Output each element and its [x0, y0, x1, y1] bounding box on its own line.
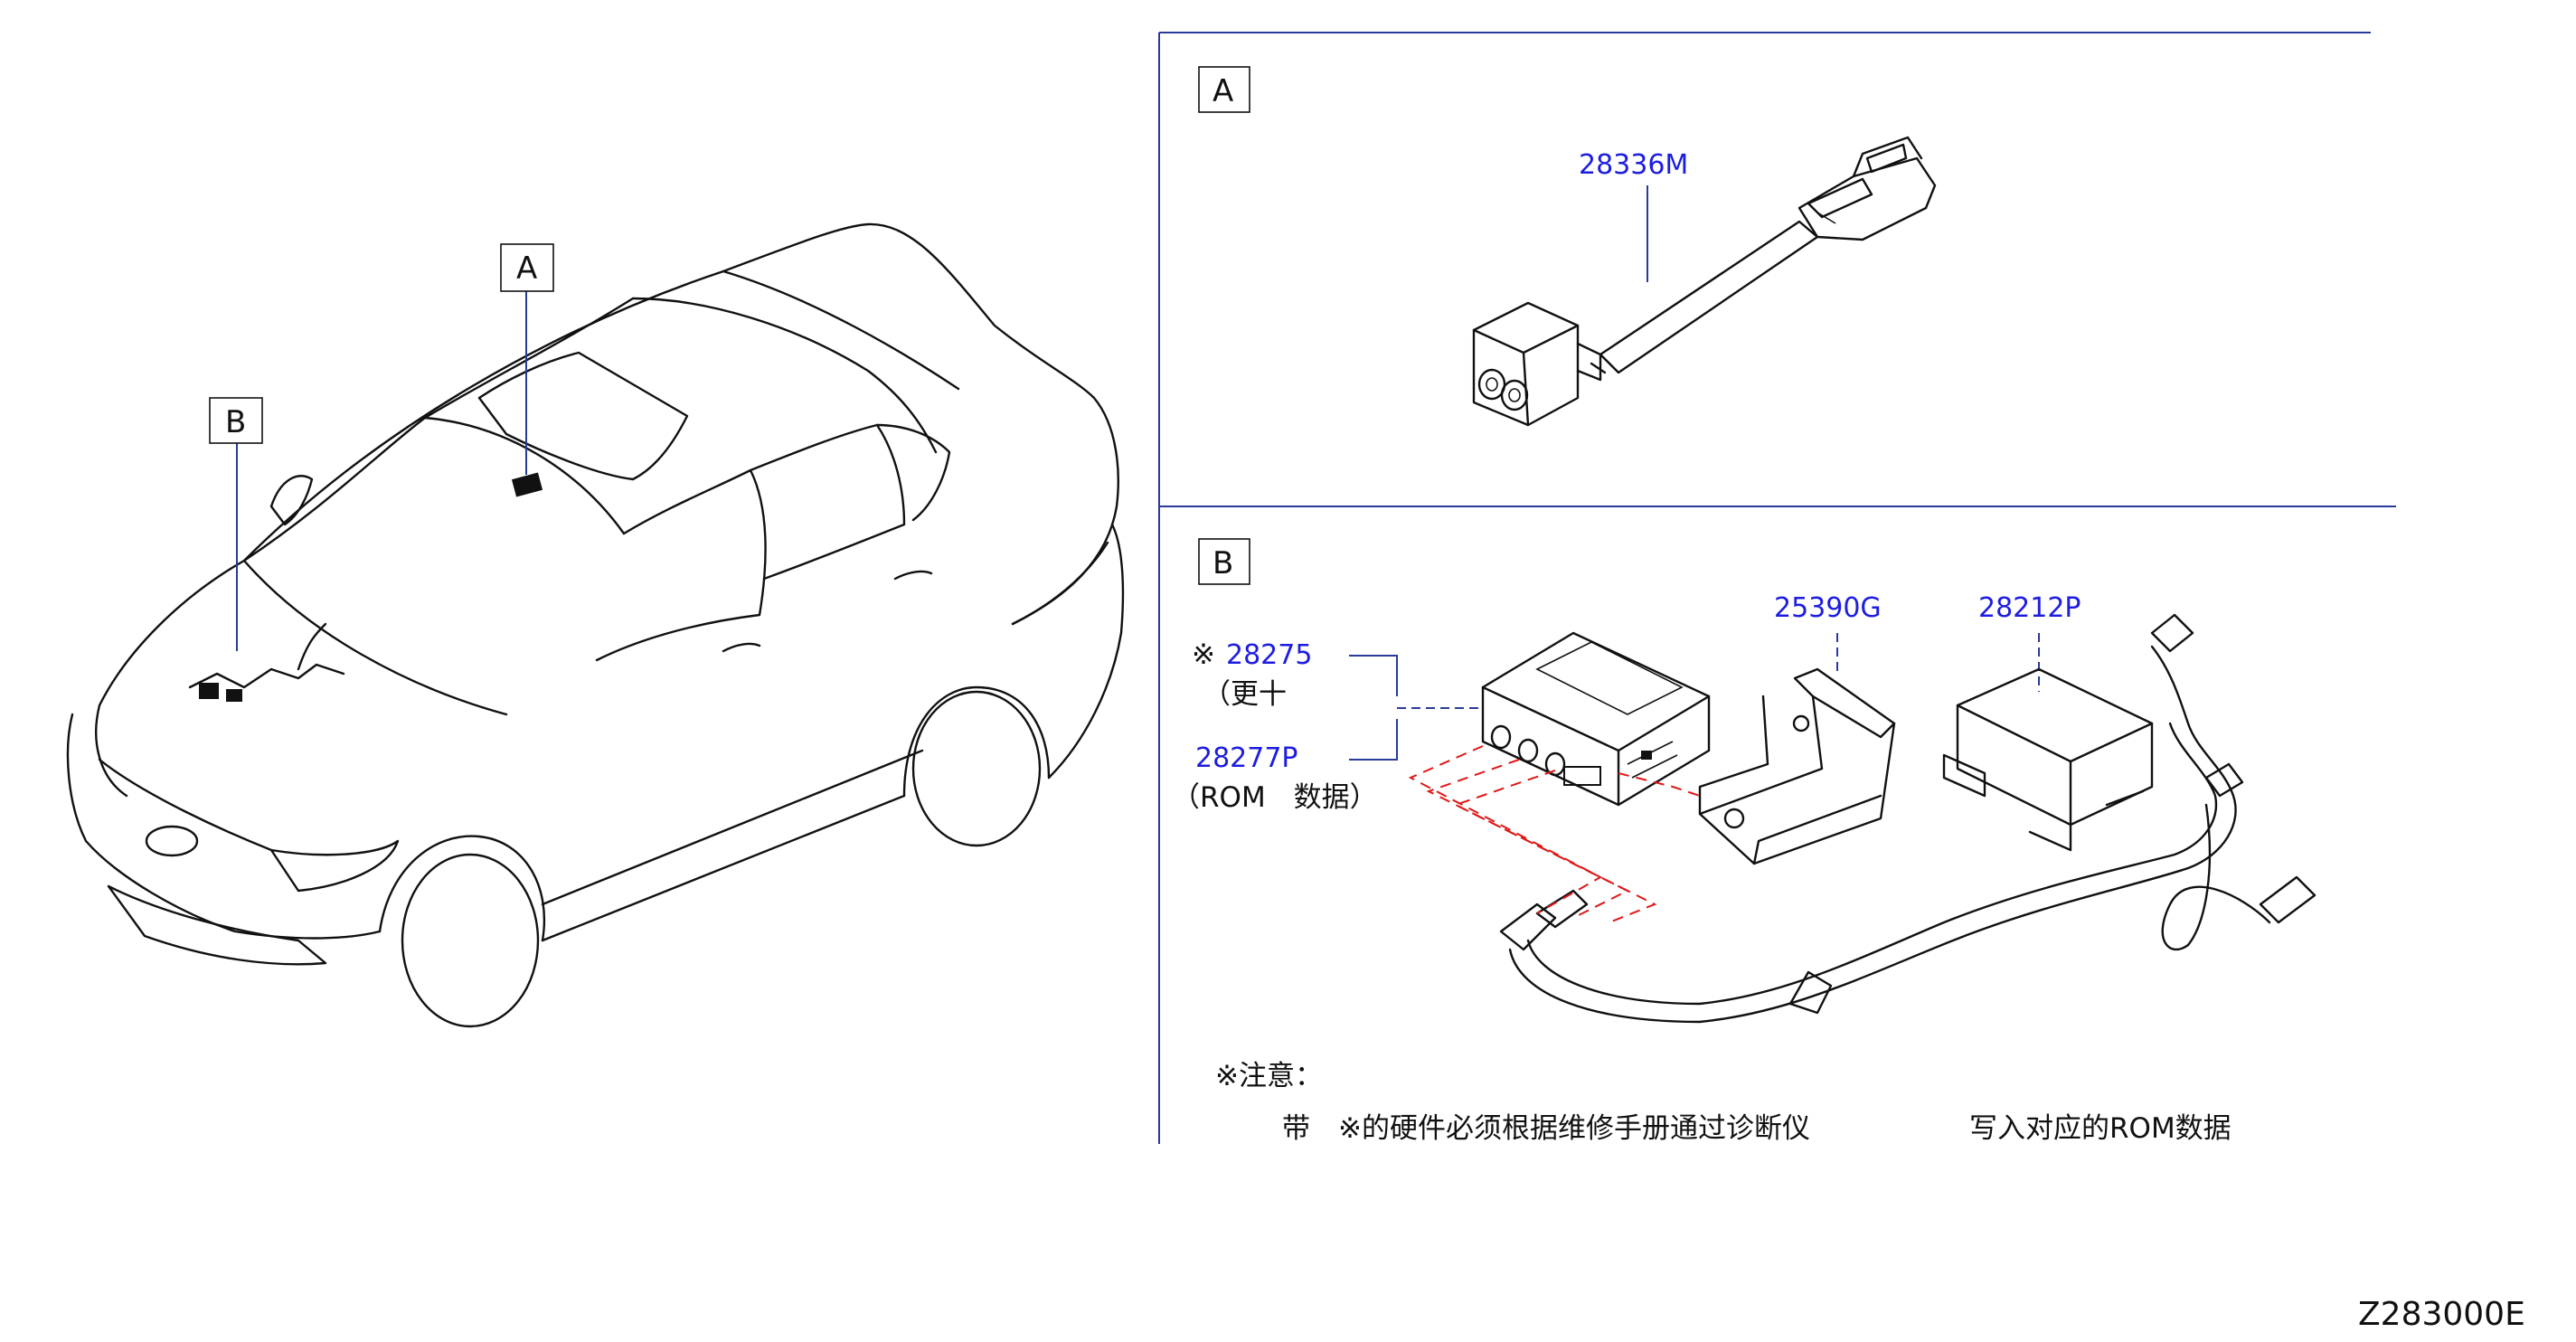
callout-b-box	[209, 397, 263, 444]
part-number-25390G[interactable]: 25390G	[1774, 592, 1882, 624]
part-number-28275[interactable]: 28275	[1226, 639, 1312, 671]
part-28277P-sub: （ROM 数据）	[1172, 781, 1378, 814]
note-title: ※注意：	[1215, 1060, 1323, 1092]
part-25390G-drawing	[1698, 667, 1896, 865]
part-number-28277P[interactable]: 28277P	[1195, 742, 1298, 774]
part-28275-drawing	[1481, 631, 1711, 807]
panel-a-box	[1198, 66, 1250, 113]
car-illustration: B A	[66, 222, 1125, 1028]
panel-b-box	[1198, 538, 1250, 585]
panel-b: B ※ 28275 （更十 28277P （ROM 数据） 25390G 282…	[1172, 538, 2317, 1145]
panel-a: A 28336M	[1198, 66, 1937, 427]
dashed-route-2	[1426, 759, 1630, 919]
callout-a-box	[500, 243, 554, 292]
dashed-route-4	[1618, 772, 1701, 797]
dashed-route-3	[1453, 770, 1657, 923]
callout-b-label: B	[225, 404, 246, 440]
part-28336M-drawing	[1472, 136, 1937, 427]
note-line-left: 带 ※的硬件必须根据维修手册通过诊断仪	[1282, 1112, 1810, 1145]
part-28275-mark: ※	[1192, 638, 1215, 671]
note-line-right: 写入对应的ROM数据	[1969, 1112, 2232, 1145]
part-number-28336M[interactable]: 28336M	[1579, 149, 1688, 181]
panel-b-label: B	[1213, 545, 1233, 581]
part-number-28212P[interactable]: 28212P	[1978, 592, 2081, 624]
diagram-code: Z283000E	[2358, 1296, 2525, 1333]
part-28275-sub: （更十	[1203, 678, 1287, 711]
panel-frames	[1158, 32, 2396, 1144]
dashed-route-1	[1408, 745, 1603, 914]
panel-a-label: A	[1213, 73, 1233, 109]
callout-a-label: A	[516, 250, 537, 287]
wire-harness-drawing	[1499, 613, 2317, 1024]
part-28212P-drawing	[1942, 667, 2154, 852]
